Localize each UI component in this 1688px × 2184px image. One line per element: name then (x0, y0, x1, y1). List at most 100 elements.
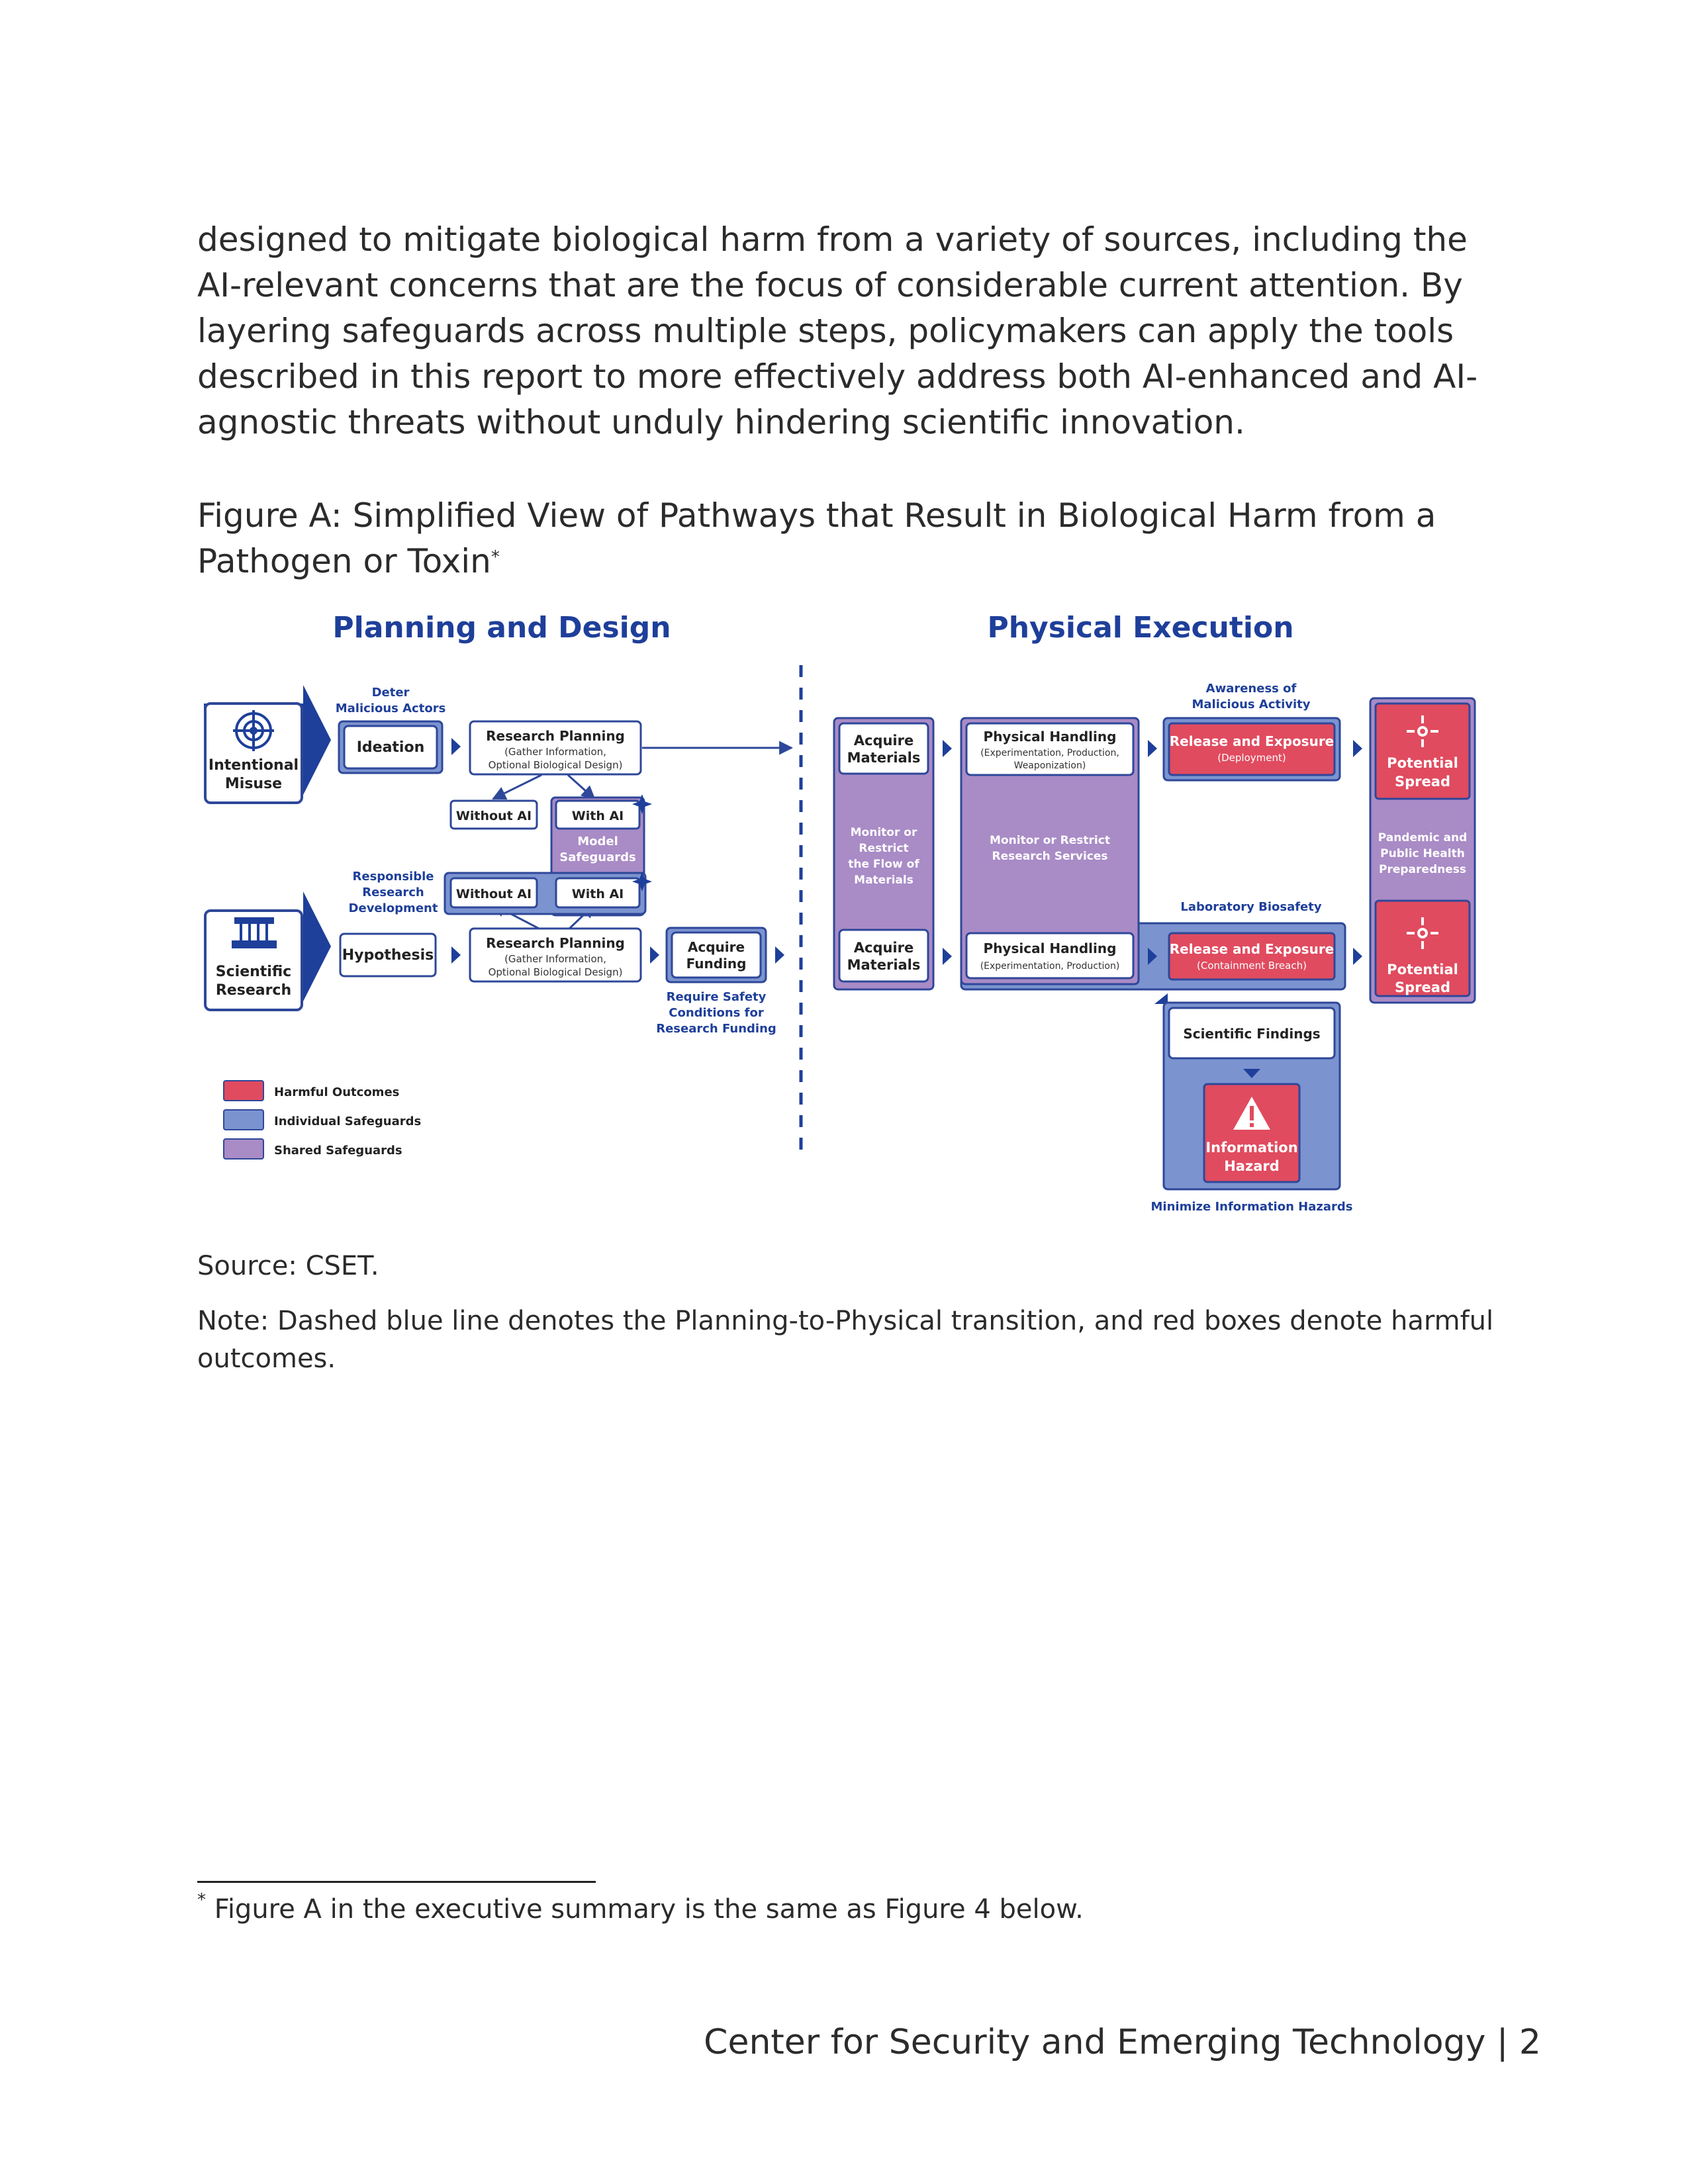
pathways-diagram: Planning and Design Physical Execution I… (197, 599, 1495, 1221)
sparkle-icon (632, 872, 652, 891)
monitor-flow-label-1: Monitor or (851, 826, 917, 839)
deter-label-1: Deter (372, 686, 410, 700)
potential-spread-2-label-1: Potential (1387, 962, 1458, 978)
arrow-to-findings (1154, 993, 1168, 1004)
rp1-sub2: Optional Biological Design) (489, 759, 623, 771)
spread-icon (1407, 715, 1438, 747)
arrow-rp1-with (567, 774, 596, 800)
acquire-funding-label-2: Funding (686, 956, 747, 972)
pandemic-label-3: Preparedness (1379, 863, 1466, 876)
minimize-info-hazards-label: Minimize Information Hazards (1151, 1200, 1353, 1214)
figure-caption-text: Figure A: Simplified View of Pathways th… (197, 496, 1436, 580)
rp2-title: Research Planning (486, 935, 625, 951)
intentional-misuse-node: Intentional Misuse (204, 685, 331, 804)
scientific-findings-box (1168, 1007, 1336, 1060)
acquire-materials-1-label-1: Acquire (854, 733, 914, 749)
info-hazard-label-2: Hazard (1224, 1158, 1280, 1174)
physical-handling-1-box (965, 722, 1135, 776)
release1-title: Release and Exposure (1170, 733, 1335, 749)
awareness-label-2: Malicious Activity (1192, 698, 1310, 711)
without-ai-1-label: Without AI (456, 809, 532, 823)
potential-spread-1-label-1: Potential (1387, 755, 1458, 771)
research-planning-1-box (469, 720, 642, 776)
physical-handling-panel (960, 717, 1140, 985)
scientific-findings-label: Scientific Findings (1183, 1026, 1320, 1042)
arrow-handling-1 (1148, 740, 1157, 757)
arrow-findings (1243, 1069, 1260, 1078)
lab-biosafety-label: Laboratory Biosafety (1180, 900, 1321, 914)
warning-icon (1233, 1097, 1270, 1130)
body-paragraph: designed to mitigate biological harm fro… (197, 220, 1478, 441)
model-safeguards-label-2: Safeguards (559, 850, 635, 864)
figure-note: Note: Dashed blue line denotes the Plann… (197, 1306, 1494, 1374)
acquire-materials-1-label-2: Materials (847, 750, 921, 766)
responsible-label-2: Research (362, 886, 424, 899)
arrow-materials-2 (943, 948, 952, 965)
hypothesis-box (339, 933, 437, 978)
pandemic-label-2: Public Health (1380, 847, 1465, 860)
ph2-sub: (Experimentation, Production) (980, 961, 1120, 972)
acquire-materials-1-box (838, 722, 929, 775)
potential-spread-1-box (1374, 702, 1471, 800)
pandemic-label-1: Pandemic and (1378, 831, 1468, 844)
heading-physical: Physical Execution (987, 611, 1293, 645)
rp2-sub1: (Gather Information, (504, 953, 606, 965)
monitor-services-label-1: Monitor or Restrict (990, 834, 1110, 847)
acquire-materials-panel (833, 717, 935, 991)
legend: Harmful Outcomes Individual Safeguards S… (223, 1080, 421, 1160)
heading-planning: Planning and Design (332, 611, 671, 645)
release1-sub: (Deployment) (1217, 752, 1286, 764)
without-ai-2-label: Without AI (456, 887, 532, 901)
hypothesis-label: Hypothesis (342, 947, 434, 964)
arrow-funding (775, 946, 784, 964)
without-ai-1-box (449, 799, 538, 830)
rp1-title: Research Planning (486, 728, 625, 744)
scientific-research-label-1: Scientific (216, 964, 291, 980)
release-2-box (1168, 932, 1336, 981)
release2-sub: (Containment Breach) (1197, 960, 1307, 972)
ph2-title: Physical Handling (984, 940, 1117, 956)
responsible-label-1: Responsible (353, 870, 434, 884)
model-safeguards-label-1: Model (577, 835, 618, 848)
legend-swatch-shared (223, 1138, 264, 1160)
without-ai-2-box (449, 877, 538, 909)
legend-shared-label: Shared Safeguards (274, 1144, 402, 1158)
scientific-research-label-2: Research (216, 982, 291, 999)
responsible-label-3: Development (349, 901, 438, 915)
with-ai-2-label: With AI (572, 887, 624, 901)
acquire-funding-label-1: Acquire (688, 939, 745, 955)
release2-title: Release and Exposure (1170, 941, 1335, 957)
footnote: * Figure A in the executive summary is t… (197, 1890, 1084, 1925)
rp2-sub2: Optional Biological Design) (489, 966, 623, 978)
ph1-sub1: (Experimentation, Production, (980, 748, 1119, 758)
release-1-box (1168, 722, 1336, 776)
potential-spread-1-label-2: Spread (1395, 774, 1450, 790)
require-safety-label-3: Research Funding (656, 1022, 776, 1036)
monitor-flow-label-3: the Flow of (848, 858, 919, 871)
arrow-hypothesis (451, 946, 461, 964)
monitor-flow-label-4: Materials (854, 874, 914, 887)
acquire-funding-box (671, 931, 762, 979)
physical-handling-2-box (965, 932, 1135, 979)
intentional-misuse-label-1: Intentional (209, 757, 299, 774)
rp1-sub1: (Gather Information, (504, 746, 606, 758)
arrow-rp1-without (492, 774, 542, 800)
legend-swatch-harmful (223, 1080, 264, 1101)
footnote-marker: * (197, 1890, 206, 1910)
arrow-release-2 (1353, 948, 1362, 965)
target-icon (233, 710, 274, 751)
legend-individual-label: Individual Safeguards (274, 1115, 421, 1128)
potential-spread-2-label-2: Spread (1395, 979, 1450, 995)
intentional-misuse-label-2: Misuse (225, 776, 282, 792)
awareness-label-1: Awareness of (1206, 682, 1297, 696)
with-ai-1-label: With AI (572, 809, 624, 823)
sparkle-icon (632, 794, 652, 814)
acquire-materials-2-box (838, 929, 929, 983)
spread-icon (1407, 917, 1438, 949)
ideation-box (343, 725, 438, 770)
require-safety-label-1: Require Safety (667, 990, 767, 1004)
arrow-materials-1 (943, 740, 952, 757)
figure-caption: Figure A: Simplified View of Pathways th… (197, 493, 1495, 584)
test-tubes-icon (232, 917, 277, 948)
arrow-handling-2 (1148, 948, 1157, 965)
